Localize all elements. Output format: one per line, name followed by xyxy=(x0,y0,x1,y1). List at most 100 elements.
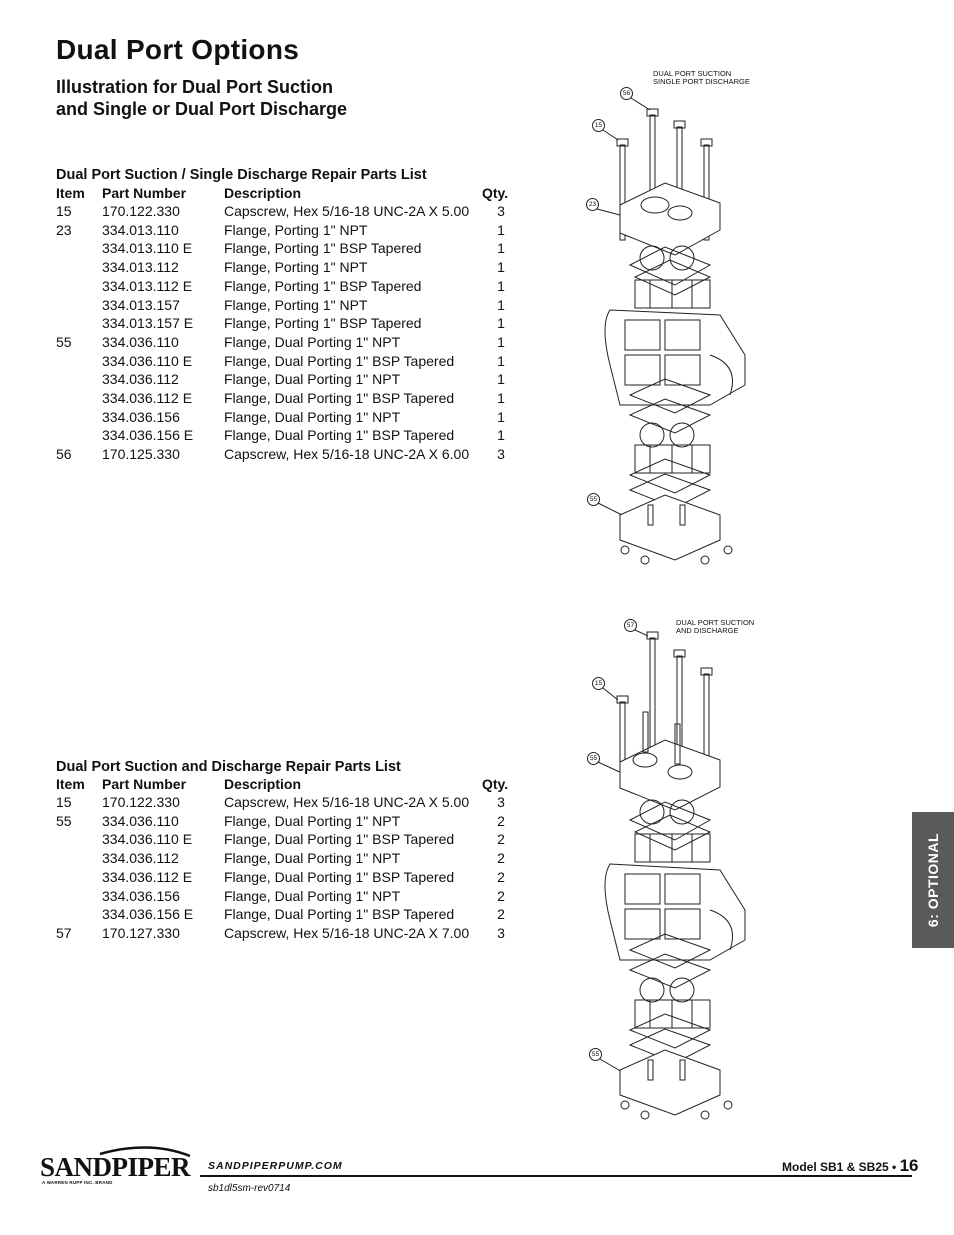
cell-qty: 3 xyxy=(497,446,505,463)
table-row: 15 170.122.330 Capscrew, Hex 5/16-18 UNC-2… xyxy=(54,202,520,221)
cell-item xyxy=(54,426,100,445)
cell-description: Flange, Porting 1" NPT xyxy=(224,259,368,276)
cell-part-number: 334.036.110 xyxy=(102,812,179,829)
column-header-description: Description xyxy=(224,185,302,201)
column-header-item: Item xyxy=(56,185,85,201)
cell-item xyxy=(54,277,100,296)
cell-item xyxy=(54,389,100,408)
cell-item: 57 xyxy=(56,924,72,941)
table-row: 15 170.122.330 Capscrew, Hex 5/16-18 UNC-2… xyxy=(54,793,520,812)
cell-description: Flange, Porting 1" BSP Tapered xyxy=(224,240,422,257)
table-header-row: Item Part Number Description Qty. xyxy=(54,184,520,202)
callout-15: 15 xyxy=(592,119,605,132)
page-title: Dual Port Options xyxy=(56,34,300,65)
cell-qty: 1 xyxy=(497,315,505,332)
cell-part-number: 170.122.330 xyxy=(102,203,180,219)
table-row: 334.036.112 E Flange, Dual Porting 1" BSP… xyxy=(54,389,520,408)
cell-part-number: 334.036.110 E xyxy=(102,831,193,848)
cell-item xyxy=(54,887,100,906)
cell-part-number: 170.122.330 xyxy=(102,794,180,810)
cell-description: Flange, Porting 1" NPT xyxy=(224,296,368,313)
table2-title: Dual Port Suction and Discharge Repair P… xyxy=(56,759,401,775)
drawing1-label-line-1: DUAL PORT SUCTION xyxy=(653,69,732,78)
side-tab-label: 6: OPTIONAL xyxy=(925,832,941,928)
cell-qty: 2 xyxy=(497,887,505,904)
section-side-tab[interactable]: 6: OPTIONAL xyxy=(912,812,954,948)
cell-description: Flange, Dual Porting 1" NPT xyxy=(224,887,401,904)
cell-part-number: 334.036.156 xyxy=(102,887,180,904)
cell-qty: 1 xyxy=(497,259,505,276)
cell-qty: 2 xyxy=(497,906,505,923)
callout-57: 57 xyxy=(624,619,637,632)
drawing2-label: DUAL PORT SUCTION AND DISCHARGE xyxy=(676,619,754,635)
cell-description: Capscrew, Hex 5/16-18 UNC-2A X 5.00 xyxy=(224,794,470,810)
cell-description: Capscrew, Hex 5/16-18 UNC-2A X 6.00 xyxy=(224,446,470,463)
cell-item xyxy=(54,296,100,315)
exploded-pump-drawing-1: DUAL PORT SUCTION SINGLE PORT DISCHARGE … xyxy=(580,65,780,585)
cell-part-number: 334.036.156 E xyxy=(102,906,194,923)
page-subtitle: Illustration for Dual Port Suction and S… xyxy=(56,76,416,120)
cell-item xyxy=(54,370,100,389)
cell-description: Flange, Dual Porting 1" BSP Tapered xyxy=(224,390,455,407)
cell-item xyxy=(54,849,100,868)
logo-wordmark: SANDPIPER xyxy=(40,1152,191,1182)
column-header-part-number: Part Number xyxy=(102,185,187,201)
model-page-info: Model SB1 & SB25 • 16 xyxy=(782,1156,919,1176)
cell-qty: 2 xyxy=(497,868,505,885)
cell-part-number: 334.036.156 xyxy=(102,408,180,425)
cell-part-number: 170.125.330 xyxy=(102,446,180,463)
cell-part-number: 334.036.112 xyxy=(102,850,179,867)
sandpiper-logo: SANDPIPER A WARREN RUPP INC. BRAND xyxy=(40,1142,200,1192)
cell-item: 15 xyxy=(56,794,72,810)
document-number: sb1dl5sm-rev0714 xyxy=(208,1183,291,1194)
callout-15: 15 xyxy=(592,677,605,690)
drawing1-label: DUAL PORT SUCTION SINGLE PORT DISCHARGE xyxy=(653,70,750,86)
cell-item: 56 xyxy=(56,446,72,463)
cell-description: Flange, Dual Porting 1" NPT xyxy=(224,371,401,388)
drawing2-label-line-1: DUAL PORT SUCTION xyxy=(676,618,755,627)
cell-item: 55 xyxy=(56,812,72,829)
drawing2-label-line-2: AND DISCHARGE xyxy=(676,626,739,635)
cell-qty: 1 xyxy=(497,427,505,444)
cell-description: Flange, Dual Porting 1" NPT xyxy=(224,812,401,829)
column-header-description: Description xyxy=(224,776,302,792)
cell-description: Capscrew, Hex 5/16-18 UNC-2A X 7.00 xyxy=(224,924,470,941)
cell-part-number: 334.036.112 E xyxy=(102,390,193,407)
cell-qty: 3 xyxy=(497,203,505,219)
cell-qty: 1 xyxy=(497,333,505,350)
cell-qty: 1 xyxy=(497,221,505,238)
cell-item: 15 xyxy=(56,203,72,219)
column-header-qty: Qty. xyxy=(482,776,509,792)
cell-part-number: 334.013.110 xyxy=(102,221,179,238)
callout-56: 56 xyxy=(620,87,633,100)
website-link[interactable]: SANDPIPERPUMP.COM xyxy=(208,1160,343,1172)
drawing1-label-line-2: SINGLE PORT DISCHARGE xyxy=(653,77,750,86)
cell-part-number: 334.036.110 xyxy=(102,333,179,350)
callout-55-top: 55 xyxy=(587,752,600,765)
pump-exploded-view-2 xyxy=(597,629,746,1120)
cell-description: Capscrew, Hex 5/16-18 UNC-2A X 5.00 xyxy=(224,203,470,219)
cell-part-number: 334.013.157 E xyxy=(102,315,194,332)
cell-qty: 1 xyxy=(497,352,505,369)
parts-table-1: Item Part Number Description Qty. 15 170.… xyxy=(54,184,520,464)
logo-swoosh-icon xyxy=(99,1146,191,1158)
cell-description: Flange, Dual Porting 1" BSP Tapered xyxy=(224,427,455,444)
cell-qty: 3 xyxy=(497,794,505,810)
cell-qty: 1 xyxy=(497,296,505,313)
table-header-row: Item Part Number Description Qty. xyxy=(54,775,520,793)
cell-item xyxy=(54,830,100,849)
cell-item xyxy=(54,258,100,277)
cell-item xyxy=(54,408,100,427)
callout-23: 23 xyxy=(586,198,599,211)
cell-description: Flange, Porting 1" NPT xyxy=(224,221,368,238)
